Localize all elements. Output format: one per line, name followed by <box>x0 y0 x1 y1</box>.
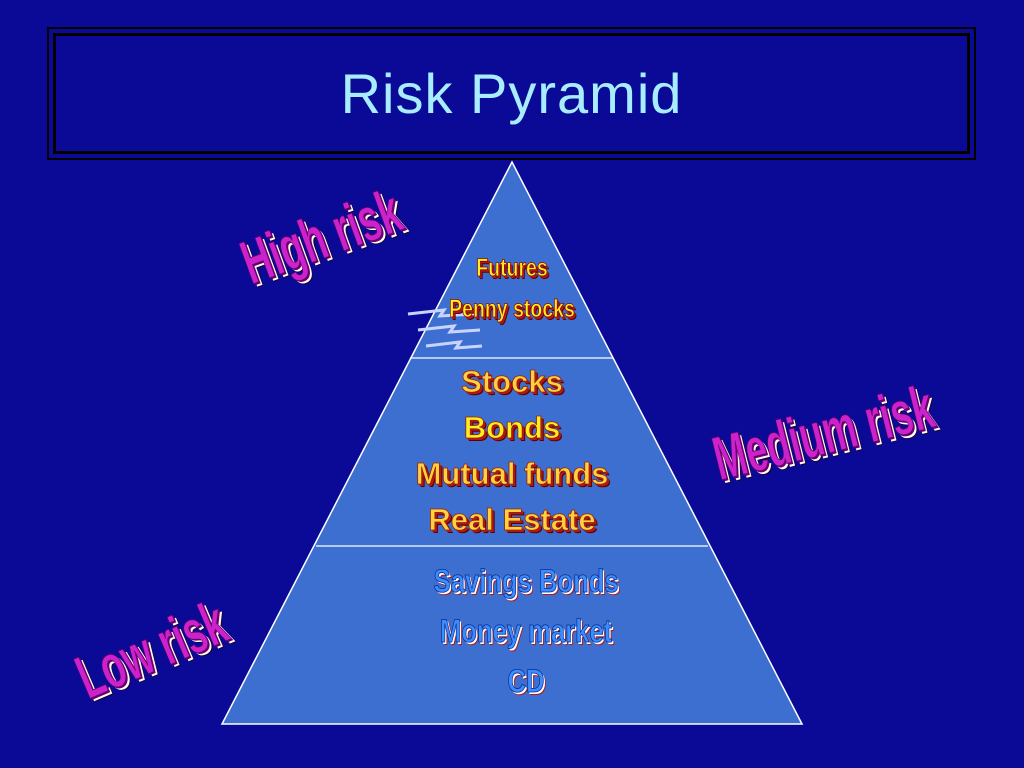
tier-middle: Stocks Bonds Mutual funds Real Estate <box>362 359 662 543</box>
tier-top: Futures Penny stocks <box>412 254 612 324</box>
item-futures: Futures <box>476 254 548 283</box>
item-bonds: Bonds <box>463 410 561 446</box>
item-penny-stocks: Penny stocks <box>449 295 575 324</box>
item-stocks: Stocks <box>461 364 563 400</box>
tier-bottom: Savings Bonds Money market CD <box>376 556 676 706</box>
page-title: Risk Pyramid <box>340 62 683 125</box>
item-mutual-funds: Mutual funds <box>415 456 609 492</box>
item-cd: CD <box>507 663 545 700</box>
wordart-shadow-streaks <box>407 308 483 350</box>
item-money-market: Money market <box>439 613 613 650</box>
pyramid-shape <box>220 160 804 725</box>
item-savings-bonds: Savings Bonds <box>433 563 619 600</box>
title-box: Risk Pyramid <box>47 27 976 160</box>
item-real-estate: Real Estate <box>428 502 596 538</box>
